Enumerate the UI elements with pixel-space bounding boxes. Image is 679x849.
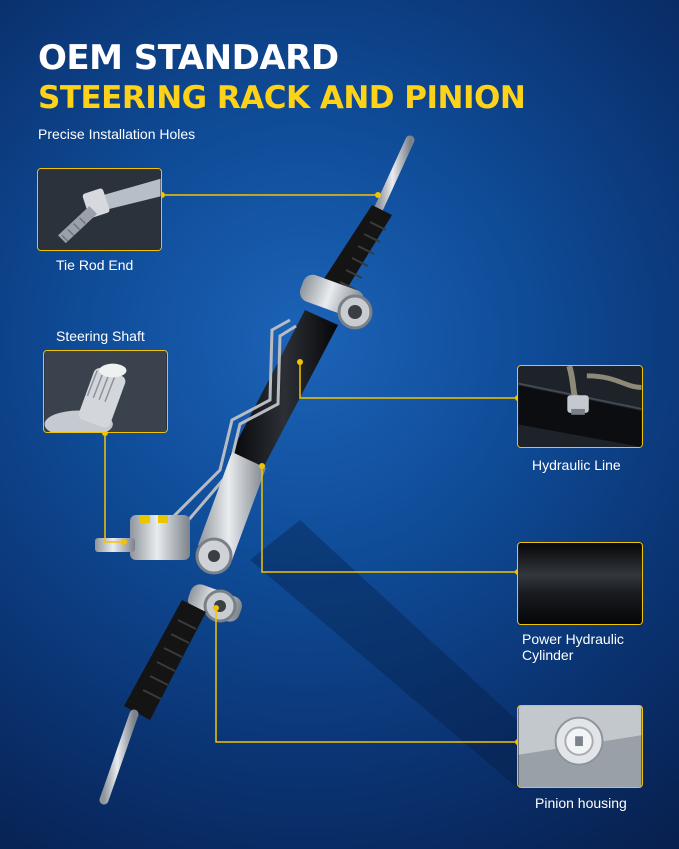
- upper-boot: [318, 205, 392, 300]
- hydraulic-line-image: [518, 366, 642, 447]
- leader-dot-tie-rod: [375, 192, 381, 198]
- steering-shaft-thumbnail: [43, 350, 168, 433]
- pinion-housing-label: Pinion housing: [535, 795, 627, 811]
- power-cylinder-thumbnail: [517, 542, 643, 625]
- hydraulic-line-label: Hydraulic Line: [532, 457, 621, 473]
- power-cylinder-label-line2: Cylinder: [522, 647, 574, 663]
- page-title-line1: OEM STANDARD: [38, 38, 339, 78]
- leader-hydraulic-line: [299, 362, 518, 399]
- page-title-line2: STEERING RACK AND PINION: [38, 80, 526, 116]
- upper-tie-rod: [373, 135, 415, 215]
- lower-mount: [187, 584, 243, 623]
- power-cylinder-label-line1: Power Hydraulic: [522, 631, 624, 647]
- steering-shaft-label: Steering Shaft: [56, 328, 145, 344]
- power-cylinder-image: [518, 543, 642, 624]
- leader-power-cylinder: [261, 466, 518, 573]
- leader-steering-shaft: [104, 433, 124, 543]
- rack-housing: [198, 452, 266, 560]
- leader-dot-steering-shaft: [121, 539, 127, 545]
- page-subtitle: Precise Installation Holes: [38, 126, 196, 142]
- leader-dot-power-cylinder: [259, 463, 265, 469]
- pinion-housing-image: [518, 706, 642, 787]
- steering-shaft-image: [44, 351, 167, 432]
- tie-rod-end-label: Tie Rod End: [56, 257, 134, 273]
- leader-dot-pinion-housing: [213, 605, 219, 611]
- hydraulic-line-thumbnail: [517, 365, 643, 448]
- hydraulic-lines: [168, 318, 297, 531]
- lower-boot: [124, 600, 206, 720]
- lower-tie-rod: [99, 709, 139, 805]
- upper-mount: [299, 274, 373, 330]
- tie-rod-end-image: [38, 169, 161, 250]
- tie-rod-end-thumbnail: [37, 168, 162, 251]
- pinion-housing-thumbnail: [517, 705, 643, 788]
- leader-dot-hydraulic-line: [297, 359, 303, 365]
- power-cylinder-tube: [230, 310, 338, 470]
- leader-pinion-housing: [215, 608, 518, 743]
